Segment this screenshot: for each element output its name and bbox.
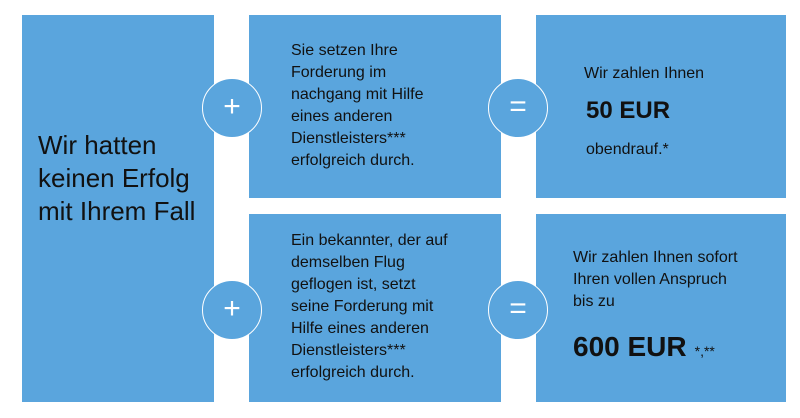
result-1-intro: Wir zahlen Ihnen (584, 65, 705, 82)
equals-icon: = (488, 78, 548, 138)
result-1-box: Wir zahlen Ihnen 50 EUR obendrauf.* (536, 15, 786, 198)
result-2-amount: 600 EUR (573, 331, 687, 362)
scenario-1-text: Sie setzen Ihre Forderung im nachgang mi… (291, 42, 424, 169)
scenario-2-text: Ein bekannter, der auf demselben Flug ge… (291, 232, 448, 381)
equals-icon: = (488, 280, 548, 340)
plus-icon: + (202, 78, 262, 138)
plus-icon: + (202, 280, 262, 340)
result-2-footnote-marks: *,** (694, 343, 715, 359)
left-condition-text: Wir hatten keinen Erfolg mit Ihrem Fall (38, 130, 196, 226)
scenario-1-box: Sie setzen Ihre Forderung im nachgang mi… (249, 15, 501, 198)
result-1-outro: obendrauf.* (586, 141, 669, 158)
left-condition-box: Wir hatten keinen Erfolg mit Ihrem Fall (22, 15, 214, 402)
result-2-box: Wir zahlen Ihnen sofort Ihren vollen Ans… (536, 214, 786, 402)
scenario-2-box: Ein bekannter, der auf demselben Flug ge… (249, 214, 501, 402)
result-2-intro: Wir zahlen Ihnen sofort Ihren vollen Ans… (573, 249, 738, 310)
result-1-amount: 50 EUR (586, 97, 671, 124)
